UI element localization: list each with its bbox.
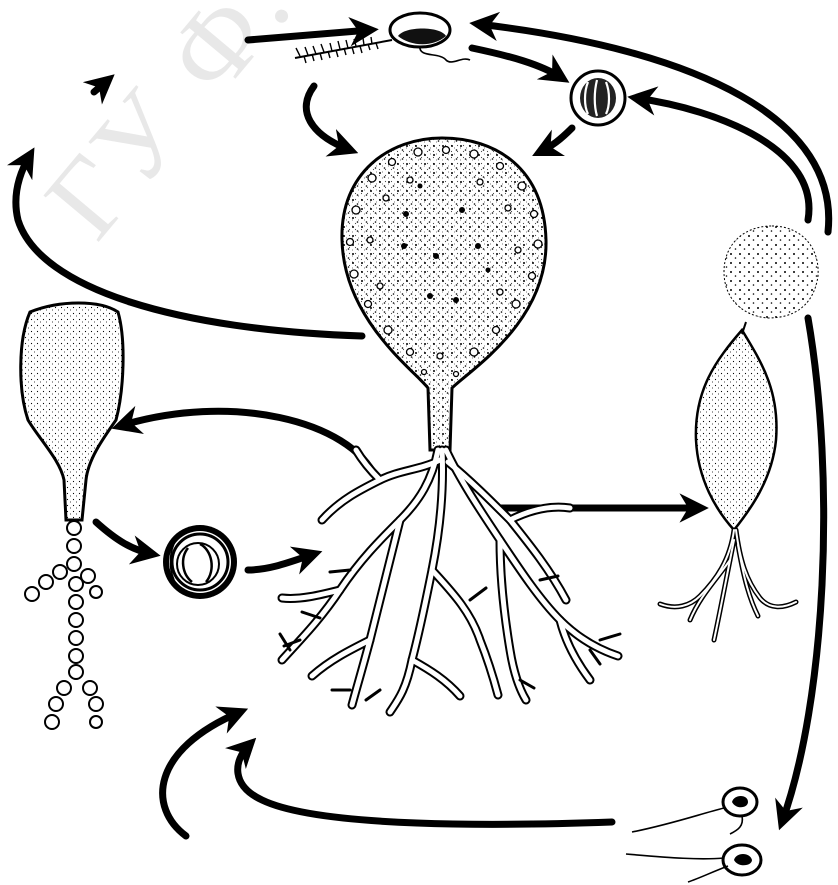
arrow-thick-spore-to-rhizoid: [248, 554, 314, 570]
arrow-rhizoid-to-cylindrical: [120, 411, 376, 478]
cylindrical-sporangium-icon: [21, 303, 123, 729]
arrow-upper-left-stub: [94, 80, 108, 92]
arrow-into-top-zoospore: [248, 30, 370, 40]
arrow-bottom-return: [238, 744, 612, 824]
resting-spore-top-icon: [571, 71, 625, 125]
arrow-cylindrical-to-thick-spore: [96, 522, 152, 554]
arrow-bottom-left-loop: [163, 712, 240, 836]
large-sporangium-icon: [342, 138, 546, 450]
arrow-top-zoospore-to-resting-spore: [472, 48, 562, 78]
arrow-top-zoospore-to-sporangium: [306, 86, 350, 150]
arrow-right-to-resting-spore: [636, 98, 809, 220]
rhizoid-system-icon: [280, 450, 620, 712]
arrow-resting-spore-to-sporangium: [540, 128, 572, 152]
thick-walled-spore-icon: [163, 525, 237, 599]
zoospore-bottom-icon: [626, 788, 761, 882]
small-sporangium-icon: [660, 226, 818, 640]
zoospore-top-icon: [295, 13, 470, 63]
arrow-right-down-to-bottom-zoospore: [782, 318, 824, 822]
